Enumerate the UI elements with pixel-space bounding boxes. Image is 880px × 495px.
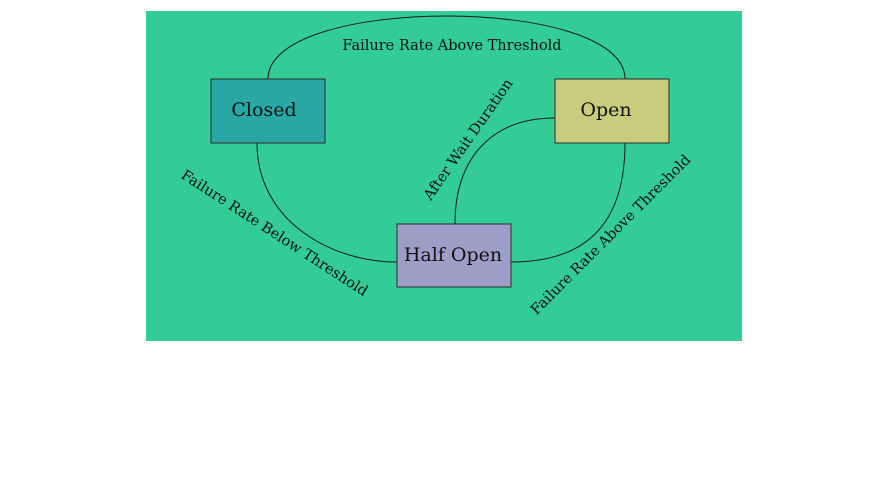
state-half-open-box [396,223,512,288]
edge-half-open-to-closed [256,142,398,263]
state-closed-label: Closed [231,99,296,121]
edge-label-closed-to-open: Failure Rate Above Threshold [342,38,561,54]
state-open-box [554,78,670,144]
state-half-open[interactable]: Half Open [396,223,512,288]
state-open-label: Open [580,99,631,121]
edge-half-open-to-open [510,142,626,263]
state-closed[interactable]: Closed [210,78,326,144]
state-half-open-label: Half Open [404,244,502,266]
state-closed-box [210,78,326,144]
state-open[interactable]: Open [554,78,670,144]
edge-closed-to-open [267,15,626,80]
edge-open-to-half-open [454,117,556,225]
